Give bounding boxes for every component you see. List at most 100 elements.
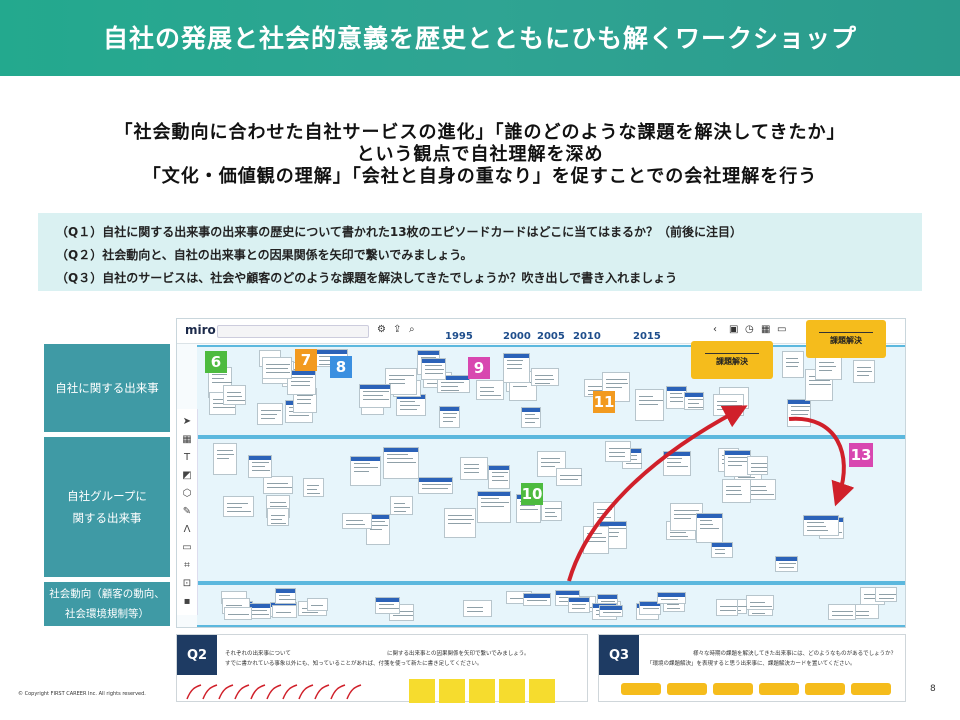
episode-card[interactable]: [341, 512, 373, 529]
episode-card[interactable]: [657, 591, 686, 604]
card-number-13[interactable]: 13: [849, 443, 873, 467]
card-number-6[interactable]: 6: [205, 351, 227, 373]
episode-card[interactable]: [223, 384, 247, 406]
episode-card[interactable]: [307, 597, 328, 611]
episode-card[interactable]: [786, 399, 811, 428]
arrow-event-to-card-13[interactable]: [788, 416, 855, 507]
card-number-8[interactable]: 8: [330, 356, 352, 378]
episode-card[interactable]: [223, 607, 253, 620]
problem-solving-card-sample[interactable]: [621, 683, 661, 695]
episode-card[interactable]: [382, 446, 419, 479]
episode-card[interactable]: [303, 478, 325, 497]
episode-card[interactable]: [374, 597, 400, 615]
episode-card[interactable]: [852, 359, 875, 383]
episode-card[interactable]: [421, 358, 446, 380]
episode-card[interactable]: [604, 441, 632, 462]
table-icon[interactable]: ▦: [182, 434, 192, 445]
shape-icon[interactable]: ⬡: [182, 488, 192, 499]
text-icon[interactable]: T: [183, 452, 191, 463]
problem-solving-card-sample[interactable]: [851, 683, 891, 695]
problem-solving-card-sample[interactable]: [759, 683, 799, 695]
card-number-9[interactable]: 9: [468, 357, 490, 379]
problem-solving-balloon-2[interactable]: 課題解決: [806, 320, 886, 358]
episode-card[interactable]: [815, 354, 843, 380]
episode-card[interactable]: [803, 514, 839, 536]
episode-card[interactable]: [212, 443, 238, 476]
pen-icon[interactable]: ✎: [182, 506, 192, 517]
board-name-field[interactable]: [217, 325, 369, 338]
episode-card[interactable]: [540, 500, 562, 521]
timer-icon[interactable]: ◷: [745, 324, 754, 335]
highlighter-icon[interactable]: Λ: [183, 524, 191, 535]
episode-card[interactable]: [417, 477, 453, 494]
problem-solving-balloon-1[interactable]: 課題解決: [691, 341, 773, 379]
episode-card[interactable]: [828, 603, 857, 621]
problem-solving-card-sample[interactable]: [805, 683, 845, 695]
gear-icon[interactable]: ⚙: [377, 324, 386, 335]
episode-card[interactable]: [599, 604, 624, 617]
frame-icon[interactable]: ▣: [729, 324, 739, 335]
episode-card[interactable]: [267, 507, 289, 527]
episode-card[interactable]: [722, 478, 752, 504]
card-number-11[interactable]: 11: [593, 391, 615, 413]
episode-card[interactable]: [438, 406, 460, 428]
share-icon[interactable]: ⇪: [393, 324, 402, 335]
problem-solving-card-sample[interactable]: [667, 683, 707, 695]
page-number: 8: [930, 684, 936, 694]
episode-card[interactable]: [696, 512, 723, 543]
episode-card[interactable]: [460, 457, 488, 481]
sticky-note[interactable]: [409, 679, 435, 703]
episode-card[interactable]: [634, 388, 664, 421]
comment-tool-icon[interactable]: ▭: [182, 542, 192, 553]
episode-card[interactable]: [462, 600, 492, 618]
sticky-note[interactable]: [499, 679, 525, 703]
episode-card[interactable]: [723, 449, 751, 477]
crop-frame-icon[interactable]: ⌗: [184, 560, 190, 571]
upload-icon[interactable]: ⊡: [182, 578, 192, 589]
episode-card[interactable]: [874, 587, 898, 603]
episode-card[interactable]: [477, 491, 511, 523]
episode-card[interactable]: [781, 350, 804, 379]
miro-board[interactable]: miro ⚙ ⇪ ⌕ ‹ ▣ ◷ ▦ ▭ 1995 2000 2005 2010…: [176, 318, 906, 628]
episode-card[interactable]: [257, 403, 283, 425]
episode-card[interactable]: [248, 454, 273, 479]
sticky-note-icon[interactable]: ◩: [182, 470, 192, 481]
episode-card[interactable]: [663, 451, 691, 476]
episode-card[interactable]: [444, 508, 476, 539]
episode-card[interactable]: [287, 370, 317, 396]
episode-card[interactable]: [503, 353, 531, 384]
episode-card[interactable]: [222, 496, 255, 518]
episode-card[interactable]: [263, 475, 293, 494]
sticky-note[interactable]: [469, 679, 495, 703]
episode-card[interactable]: [488, 465, 510, 490]
chevron-left-icon[interactable]: ‹: [713, 324, 717, 335]
search-icon[interactable]: ⌕: [409, 324, 415, 335]
episode-card[interactable]: [639, 601, 661, 616]
episode-card[interactable]: [568, 597, 590, 613]
comment-icon[interactable]: ▭: [777, 324, 787, 335]
episode-card[interactable]: [520, 406, 542, 429]
episode-card[interactable]: [359, 384, 392, 409]
episode-card[interactable]: [746, 456, 769, 476]
episode-card[interactable]: [531, 367, 559, 387]
episode-card[interactable]: [556, 468, 583, 486]
more-icon[interactable]: ▪: [183, 596, 191, 607]
episode-card[interactable]: [716, 599, 738, 616]
episode-card[interactable]: [350, 455, 381, 486]
episode-card[interactable]: [390, 496, 413, 516]
sticky-note[interactable]: [529, 679, 555, 703]
episode-card[interactable]: [274, 588, 297, 604]
episode-card[interactable]: [262, 357, 292, 380]
problem-solving-card-sample[interactable]: [713, 683, 753, 695]
sticky-note[interactable]: [439, 679, 465, 703]
episode-card[interactable]: [271, 605, 298, 619]
arrow-society-to-event[interactable]: [567, 405, 748, 582]
card-number-7[interactable]: 7: [295, 349, 317, 371]
cursor-icon[interactable]: ➤: [182, 416, 192, 427]
episode-card[interactable]: [775, 556, 798, 573]
grid-icon[interactable]: ▦: [761, 324, 771, 335]
episode-card[interactable]: [476, 379, 505, 400]
episode-card[interactable]: [522, 593, 551, 606]
episode-card[interactable]: [683, 391, 705, 411]
card-number-10[interactable]: 10: [521, 483, 543, 505]
